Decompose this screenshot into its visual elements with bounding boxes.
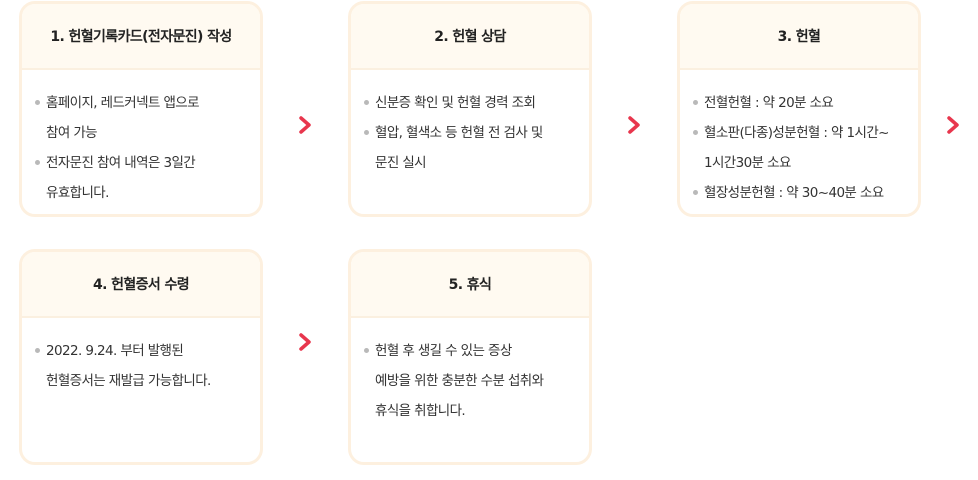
step-item-text: 전혈헌혈 : 약 20분 소요 <box>704 95 834 111</box>
step-card-3: 3. 헌혈 전혈헌혈 : 약 20분 소요 혈소판(다종)성분헌혈 : 약 1시… <box>677 1 921 217</box>
step-item-text: 혈장성분헌혈 : 약 30~40분 소요 <box>704 185 884 201</box>
step-body: 홈페이지, 레드커넥트 앱으로 참여 가능 전자문진 참여 내역은 3일간 유효… <box>22 70 260 208</box>
step-item: 2022. 9.24. 부터 발행된 헌혈증서는 재발급 가능합니다. <box>34 336 248 396</box>
chevron-right-icon <box>299 116 311 134</box>
step-item: 혈압, 혈색소 등 헌혈 전 검사 및 문진 실시 <box>363 118 577 178</box>
step-item-text: 헌혈 후 생길 수 있는 증상 예방을 위한 충분한 수분 섭취와 휴식을 취합… <box>375 343 544 419</box>
step-item-text: 혈소판(다종)성분헌혈 : 약 1시간~ 1시간30분 소요 <box>704 125 890 171</box>
step-body: 헌혈 후 생길 수 있는 증상 예방을 위한 충분한 수분 섭취와 휴식을 취합… <box>351 318 589 426</box>
step-title: 1. 헌혈기록카드(전자문진) 작성 <box>22 4 260 70</box>
chevron-right-icon <box>628 116 640 134</box>
step-item-text: 혈압, 혈색소 등 헌혈 전 검사 및 문진 실시 <box>375 125 543 171</box>
step-item-text: 홈페이지, 레드커넥트 앱으로 참여 가능 <box>46 95 200 141</box>
step-title: 4. 헌혈증서 수령 <box>22 252 260 318</box>
step-card-2: 2. 헌혈 상담 신분증 확인 및 헌혈 경력 조회 혈압, 혈색소 등 헌혈 … <box>348 1 592 217</box>
step-item: 혈장성분헌혈 : 약 30~40분 소요 <box>692 178 906 208</box>
step-body: 2022. 9.24. 부터 발행된 헌혈증서는 재발급 가능합니다. <box>22 318 260 396</box>
step-card-1: 1. 헌혈기록카드(전자문진) 작성 홈페이지, 레드커넥트 앱으로 참여 가능… <box>19 1 263 217</box>
step-item-text: 신분증 확인 및 헌혈 경력 조회 <box>375 95 536 111</box>
step-body: 전혈헌혈 : 약 20분 소요 혈소판(다종)성분헌혈 : 약 1시간~ 1시간… <box>680 70 918 208</box>
step-item-text: 전자문진 참여 내역은 3일간 유효합니다. <box>46 155 196 201</box>
step-title: 3. 헌혈 <box>680 4 918 70</box>
step-item: 헌혈 후 생길 수 있는 증상 예방을 위한 충분한 수분 섭취와 휴식을 취합… <box>363 336 577 426</box>
step-item-text: 2022. 9.24. 부터 발행된 헌혈증서는 재발급 가능합니다. <box>46 343 211 389</box>
step-card-5: 5. 휴식 헌혈 후 생길 수 있는 증상 예방을 위한 충분한 수분 섭취와 … <box>348 249 592 465</box>
step-title: 5. 휴식 <box>351 252 589 318</box>
step-item: 전혈헌혈 : 약 20분 소요 <box>692 88 906 118</box>
step-item: 혈소판(다종)성분헌혈 : 약 1시간~ 1시간30분 소요 <box>692 118 906 178</box>
step-card-4: 4. 헌혈증서 수령 2022. 9.24. 부터 발행된 헌혈증서는 재발급 … <box>19 249 263 465</box>
step-title: 2. 헌혈 상담 <box>351 4 589 70</box>
step-item: 신분증 확인 및 헌혈 경력 조회 <box>363 88 577 118</box>
step-item: 전자문진 참여 내역은 3일간 유효합니다. <box>34 148 248 208</box>
step-body: 신분증 확인 및 헌혈 경력 조회 혈압, 혈색소 등 헌혈 전 검사 및 문진… <box>351 70 589 178</box>
chevron-right-icon <box>299 333 311 351</box>
step-item: 홈페이지, 레드커넥트 앱으로 참여 가능 <box>34 88 248 148</box>
chevron-right-icon <box>947 116 959 134</box>
